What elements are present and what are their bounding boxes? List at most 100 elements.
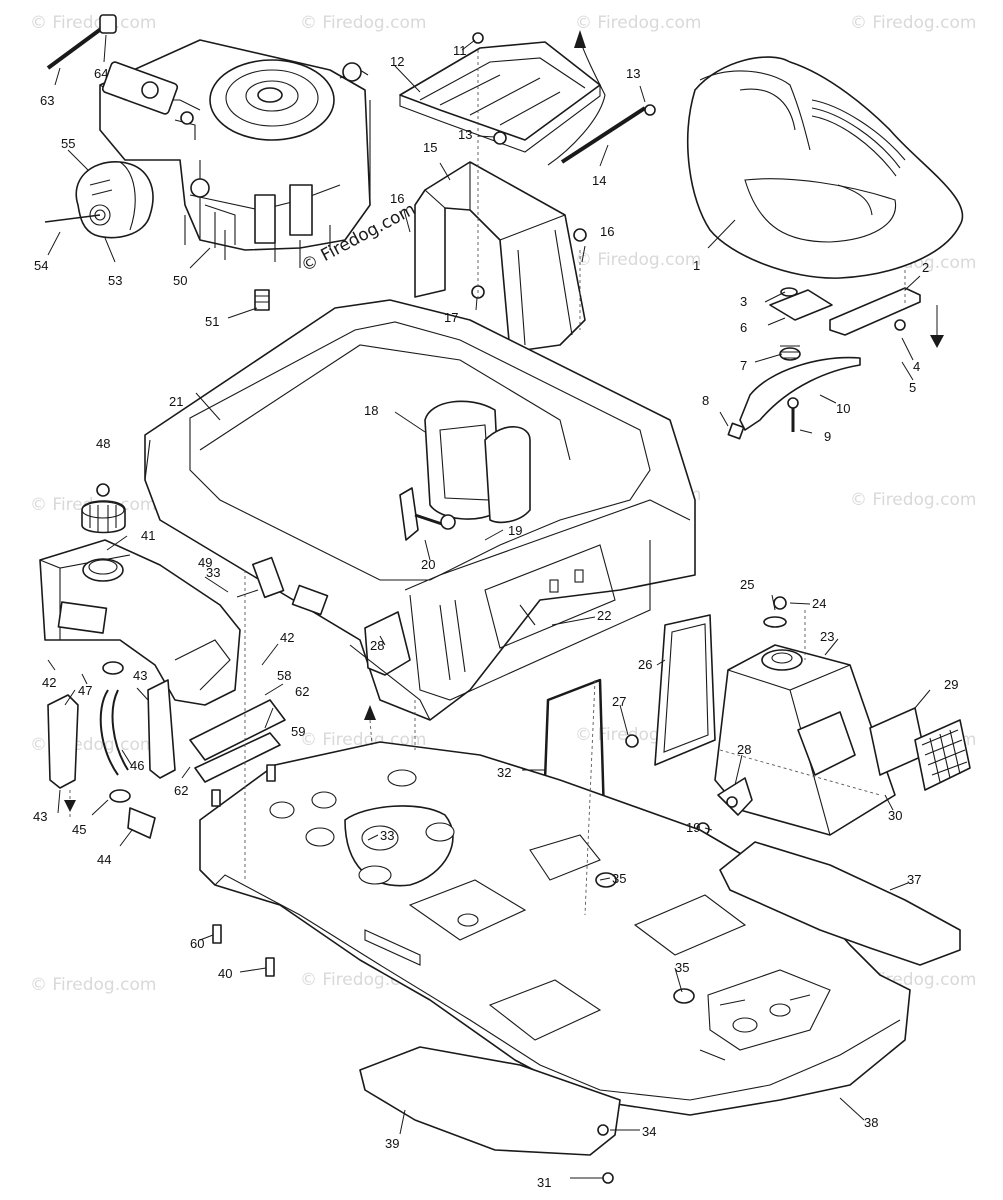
callout-12: 12	[390, 54, 404, 69]
footrest-mat	[359, 1046, 621, 1156]
console-pedestal	[714, 644, 896, 836]
watermark: © Firedog.com	[850, 490, 976, 510]
callout-50: 50	[173, 273, 187, 288]
bolt	[254, 289, 270, 311]
callout-43: 43	[133, 668, 147, 683]
callout-16: 16	[600, 224, 614, 239]
callout-58: 58	[277, 668, 291, 683]
callout-25: 25	[740, 577, 754, 592]
watermark: © Firedog.com	[575, 13, 701, 33]
callout-37: 37	[907, 872, 921, 887]
callout-19: 19	[686, 820, 700, 835]
callout-7: 7	[740, 358, 747, 373]
callout-28: 28	[737, 742, 751, 757]
nut	[644, 104, 656, 116]
callout-27: 27	[612, 694, 626, 709]
watermark: © Firedog.com	[30, 975, 156, 995]
seat	[687, 56, 964, 279]
watermark: © Firedog.com	[850, 13, 976, 33]
callout-22: 22	[597, 608, 611, 623]
callout-5: 5	[909, 380, 916, 395]
engine	[99, 39, 371, 268]
callout-6: 6	[740, 320, 747, 335]
dipstick-rod	[46, 14, 117, 70]
fuel-tank	[39, 539, 241, 706]
callout-2: 2	[922, 260, 929, 275]
callout-21: 21	[169, 394, 183, 409]
callout-10: 10	[836, 401, 850, 416]
callout-46: 46	[130, 758, 144, 773]
callout-16: 16	[390, 191, 404, 206]
console-parts	[625, 596, 971, 836]
seat-pan-bracket	[399, 32, 601, 153]
callout-31: 31	[537, 1175, 551, 1190]
floor-mat	[719, 841, 961, 966]
watermark: © Firedog.com	[300, 13, 426, 33]
callout-33: 33	[206, 565, 220, 580]
watermark: © Firedog.com	[30, 13, 156, 33]
callout-62: 62	[174, 783, 188, 798]
callout-44: 44	[97, 852, 111, 867]
callout-32: 32	[497, 765, 511, 780]
callout-9: 9	[824, 429, 831, 444]
callout-1: 1	[693, 258, 700, 273]
callout-53: 53	[108, 273, 122, 288]
callout-51: 51	[205, 314, 219, 329]
callout-layer: 63 64 55 54 53 50 51 11 12 13 13 14 15 1…	[33, 34, 958, 1190]
callout-8: 8	[702, 393, 709, 408]
callout-64: 64	[94, 66, 108, 81]
callout-40: 40	[218, 966, 232, 981]
callout-60: 60	[190, 936, 204, 951]
callout-29: 29	[944, 677, 958, 692]
callout-24: 24	[812, 596, 826, 611]
callout-39: 39	[385, 1136, 399, 1151]
watermark: © Firedog.com	[575, 250, 701, 270]
callout-49: 49	[198, 555, 212, 570]
callout-3: 3	[740, 294, 747, 309]
arrow-up	[574, 30, 586, 48]
control-rod	[543, 678, 607, 851]
seat-hardware	[727, 270, 944, 440]
callout-26: 26	[638, 657, 652, 672]
fuel-line-parts	[47, 661, 176, 839]
callout-33: 33	[380, 828, 394, 843]
heat-shield	[189, 556, 329, 783]
callout-43: 43	[33, 809, 47, 824]
callout-63: 63	[40, 93, 54, 108]
callout-35: 35	[612, 871, 626, 886]
callout-38: 38	[864, 1115, 878, 1130]
callout-47: 47	[78, 683, 92, 698]
callout-17: 17	[444, 310, 458, 325]
switch-assembly	[399, 487, 456, 541]
callout-48: 48	[96, 436, 110, 451]
frame-hardware	[211, 764, 614, 1184]
callout-13: 13	[626, 66, 640, 81]
assembly-lines	[244, 50, 881, 916]
callout-20: 20	[421, 557, 435, 572]
arrow-line	[547, 39, 606, 166]
callout-41: 41	[141, 528, 155, 543]
callout-59: 59	[291, 724, 305, 739]
callout-45: 45	[72, 822, 86, 837]
callout-62: 62	[295, 684, 309, 699]
callout-15: 15	[423, 140, 437, 155]
callout-54: 54	[34, 258, 48, 273]
callout-23: 23	[820, 629, 834, 644]
callout-13: 13	[458, 127, 472, 142]
callout-55: 55	[61, 136, 75, 151]
callout-18: 18	[364, 403, 378, 418]
steering-column	[424, 400, 531, 524]
callout-28: 28	[370, 638, 384, 653]
air-cleaner	[44, 161, 154, 239]
callout-19: 19	[508, 523, 522, 538]
callout-42: 42	[280, 630, 294, 645]
callout-42: 42	[42, 675, 56, 690]
fender-body	[144, 299, 696, 721]
callout-4: 4	[913, 359, 920, 374]
fuel-cap	[81, 483, 126, 534]
callout-35: 35	[675, 960, 689, 975]
callout-30: 30	[888, 808, 902, 823]
callout-14: 14	[592, 173, 606, 188]
rod	[560, 106, 647, 164]
